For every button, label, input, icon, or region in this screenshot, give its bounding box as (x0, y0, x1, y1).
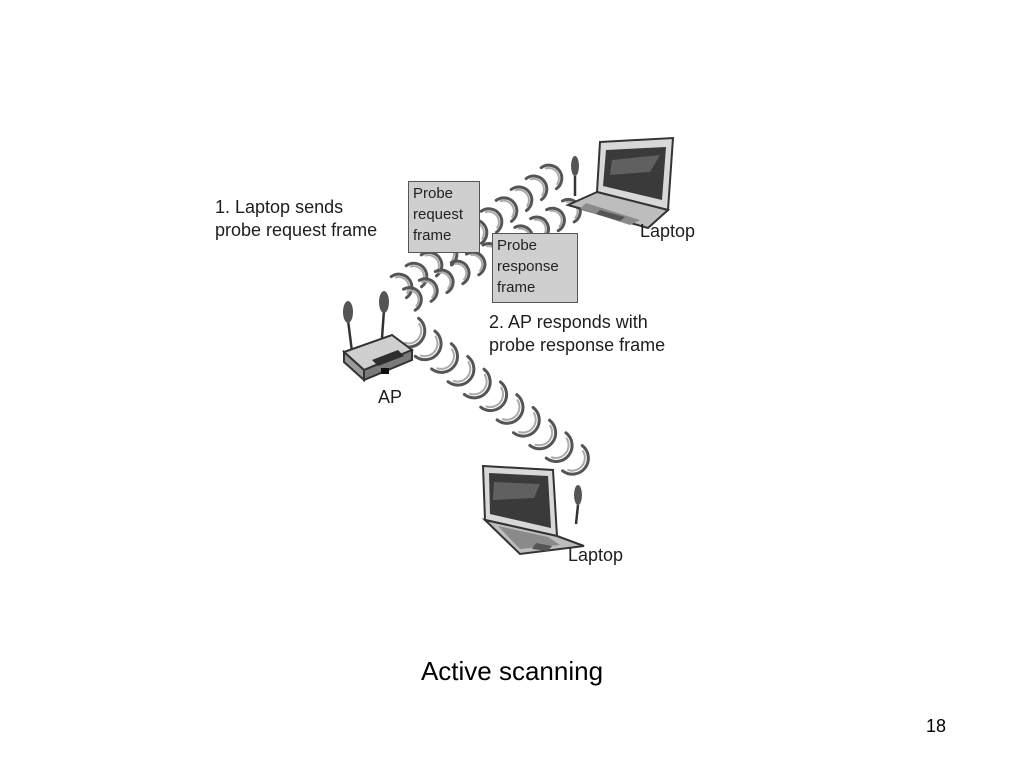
ap-label: AP (378, 387, 403, 407)
access-point-icon (342, 291, 414, 383)
step1-line1: 1. Laptop sends (215, 197, 344, 217)
radio-wave-arc (524, 174, 549, 202)
radio-wave-arc-shade (514, 188, 530, 207)
radio-wave-arc (495, 393, 525, 425)
radio-wave-arc (479, 207, 504, 234)
laptop-top-icon (565, 136, 675, 230)
radio-wave-arc (528, 418, 558, 451)
step2-line2: probe response frame (489, 335, 666, 355)
radio-wave-arc (404, 261, 429, 289)
response-box-line1: Probe (497, 237, 538, 254)
laptop-top-label: Laptop (640, 221, 696, 241)
response-box-line3: frame (497, 279, 536, 296)
radio-wave-arc (462, 367, 492, 400)
radio-wave-arc (479, 380, 509, 413)
request-box-line3: frame (413, 227, 452, 244)
radio-wave-arc-shade (518, 412, 537, 434)
radio-wave-arc-shade (419, 335, 439, 358)
radio-wave-arc-shade (436, 348, 455, 370)
radio-wave-arc-shade (484, 210, 500, 229)
radio-wave-arc (561, 444, 590, 476)
radio-wave-arc-shade (485, 386, 504, 409)
radio-wave-arc (511, 405, 541, 438)
radio-wave-arc-shade (501, 399, 521, 421)
probe-response-frame-box: Probe response frame (492, 233, 578, 303)
request-box-line1: Probe (413, 185, 454, 202)
radio-wave-arc-shade (534, 424, 554, 447)
radio-wave-arc (433, 268, 455, 295)
radio-wave-arc-shade (544, 167, 560, 186)
response-box-line2: response (497, 258, 559, 275)
laptop-bottom-icon (481, 464, 585, 556)
radio-wave-arc (389, 272, 414, 300)
radio-wave-arc-shade (499, 199, 515, 218)
slide-caption: Active scanning (420, 656, 604, 686)
radio-wave-arc (539, 163, 564, 191)
radio-wave-arc-shade (550, 437, 570, 459)
radio-wave-arc-shade (549, 209, 563, 228)
radio-wave-arc (494, 196, 519, 223)
radio-wave-arc-shade (406, 289, 420, 308)
step2-label: 2. AP responds with probe response frame (489, 311, 665, 357)
request-box-line2: request (413, 206, 464, 223)
radio-wave-arc (545, 206, 566, 233)
radio-wave-arc-shade (529, 177, 545, 197)
radio-wave-arc (449, 259, 471, 286)
radio-wave-arc-shade (468, 373, 488, 396)
radio-wave-arc-shade (567, 450, 586, 472)
radio-wave-arc-shade (470, 253, 484, 272)
radio-wave-arc (446, 354, 476, 387)
step2-line1: 2. AP responds with (489, 312, 648, 332)
radio-wave-arc-shade (452, 361, 472, 383)
radio-wave-arc-shade (422, 280, 436, 299)
radio-wave-arc (417, 277, 439, 303)
radio-wave-arc (509, 185, 534, 212)
laptop-bottom-label: Laptop (568, 545, 624, 565)
radio-wave-arc (544, 431, 574, 463)
radio-wave-arc-shade (403, 322, 423, 345)
step1-label: 1. Laptop sends probe request frame (215, 196, 377, 242)
radio-wave-arc-shade (438, 271, 452, 290)
step1-line2: probe request frame (215, 220, 378, 240)
radio-wave-arc (402, 286, 423, 312)
page-number: 18 (926, 716, 947, 736)
probe-request-frame-box: Probe request frame (408, 181, 480, 253)
radio-wave-arc (413, 329, 443, 362)
radio-wave-arc-shade (454, 262, 468, 281)
radio-wave-arc (430, 342, 459, 374)
